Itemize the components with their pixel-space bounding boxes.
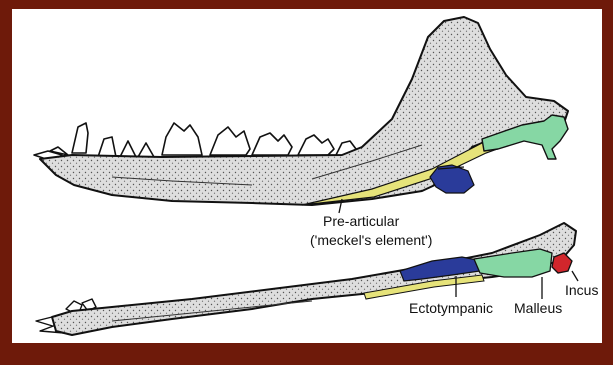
jaw-diagram (12, 9, 602, 343)
label-ectotympanic: Ectotympanic (409, 300, 493, 317)
upper-ectotympanic (430, 165, 474, 193)
figure-panel: Pre-articular ('meckel's element') Ectot… (12, 9, 602, 343)
lower-malleus (474, 249, 552, 277)
lower-incus (552, 253, 572, 273)
upper-dentary (40, 17, 568, 205)
upper-jaw (34, 17, 568, 205)
label-meckels-element: ('meckel's element') (310, 232, 432, 249)
lower-jaw (36, 223, 576, 335)
label-incus: Incus (565, 282, 598, 299)
label-malleus: Malleus (514, 300, 562, 317)
label-pre-articular: Pre-articular (323, 213, 399, 230)
